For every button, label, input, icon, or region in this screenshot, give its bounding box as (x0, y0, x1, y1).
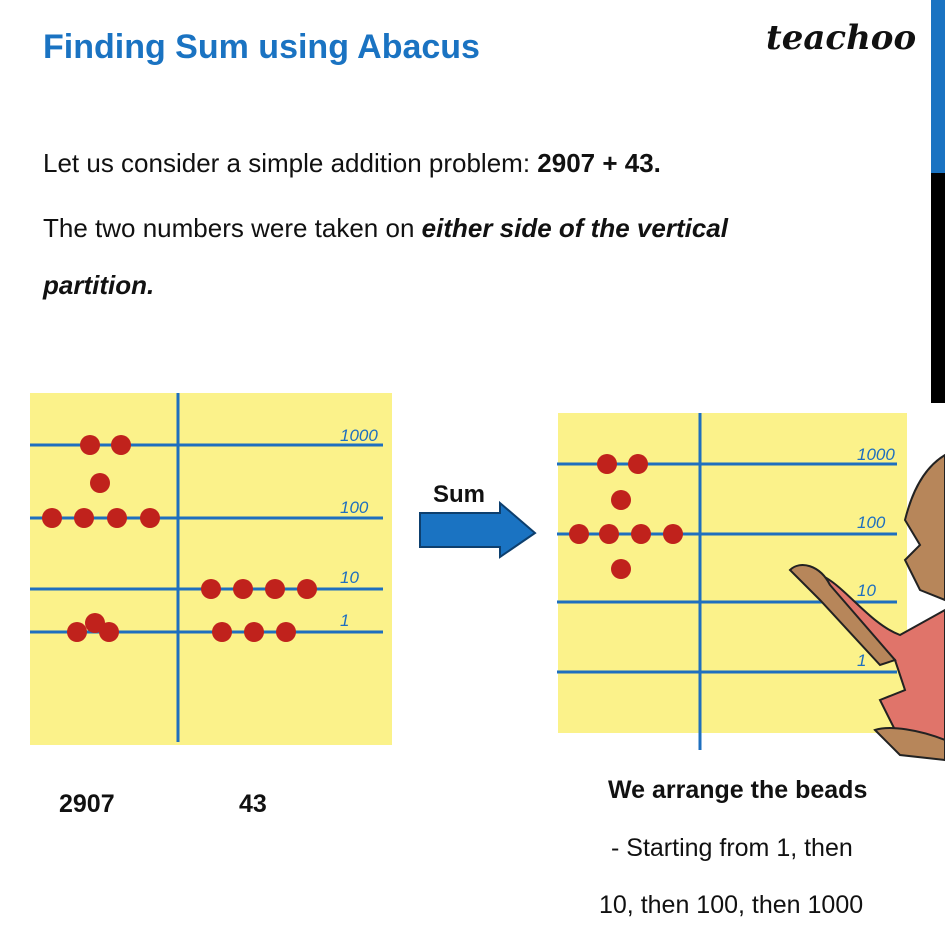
problem-text: Let us consider a simple addition proble… (43, 148, 661, 179)
partition-intro: The two numbers were taken on (43, 213, 422, 243)
label-1: 1 (340, 611, 349, 630)
child-illustration (788, 453, 945, 762)
caption-line-2: 10, then 100, then 1000 (599, 891, 864, 919)
label-10: 10 (340, 568, 359, 587)
partition-emphasis-2: partition. (43, 270, 155, 300)
label-10: 10 (857, 581, 876, 600)
beads-left (42, 435, 317, 642)
left-number: 2907 (59, 790, 115, 818)
accent-bar-blue (931, 0, 945, 173)
right-abacus: 1000 100 10 1 (557, 413, 907, 750)
problem-expression: 2907 + 43. (537, 148, 661, 178)
teachoo-logo: teachoo (766, 18, 917, 58)
sum-arrow-icon (419, 500, 537, 559)
label-1000: 1000 (340, 426, 378, 445)
partition-text-2: partition. (43, 270, 154, 301)
label-1: 1 (857, 651, 866, 670)
caption-title: We arrange the beads (608, 776, 868, 804)
label-100: 100 (340, 498, 369, 517)
label-1000: 1000 (857, 445, 895, 464)
partition-text: The two numbers were taken on either sid… (43, 213, 728, 244)
left-abacus: 1000 100 10 1 (30, 393, 392, 745)
accent-bar-black (931, 173, 945, 403)
problem-intro: Let us consider a simple addition proble… (43, 148, 538, 178)
label-100: 100 (857, 513, 886, 532)
beads-right (569, 454, 683, 579)
partition-emphasis: either side of the vertical (421, 213, 728, 243)
right-number: 43 (239, 790, 267, 818)
caption-line-1: - Starting from 1, then (611, 834, 853, 862)
page-title: Finding Sum using Abacus (43, 28, 480, 66)
arrow-label: Sum (433, 481, 485, 508)
